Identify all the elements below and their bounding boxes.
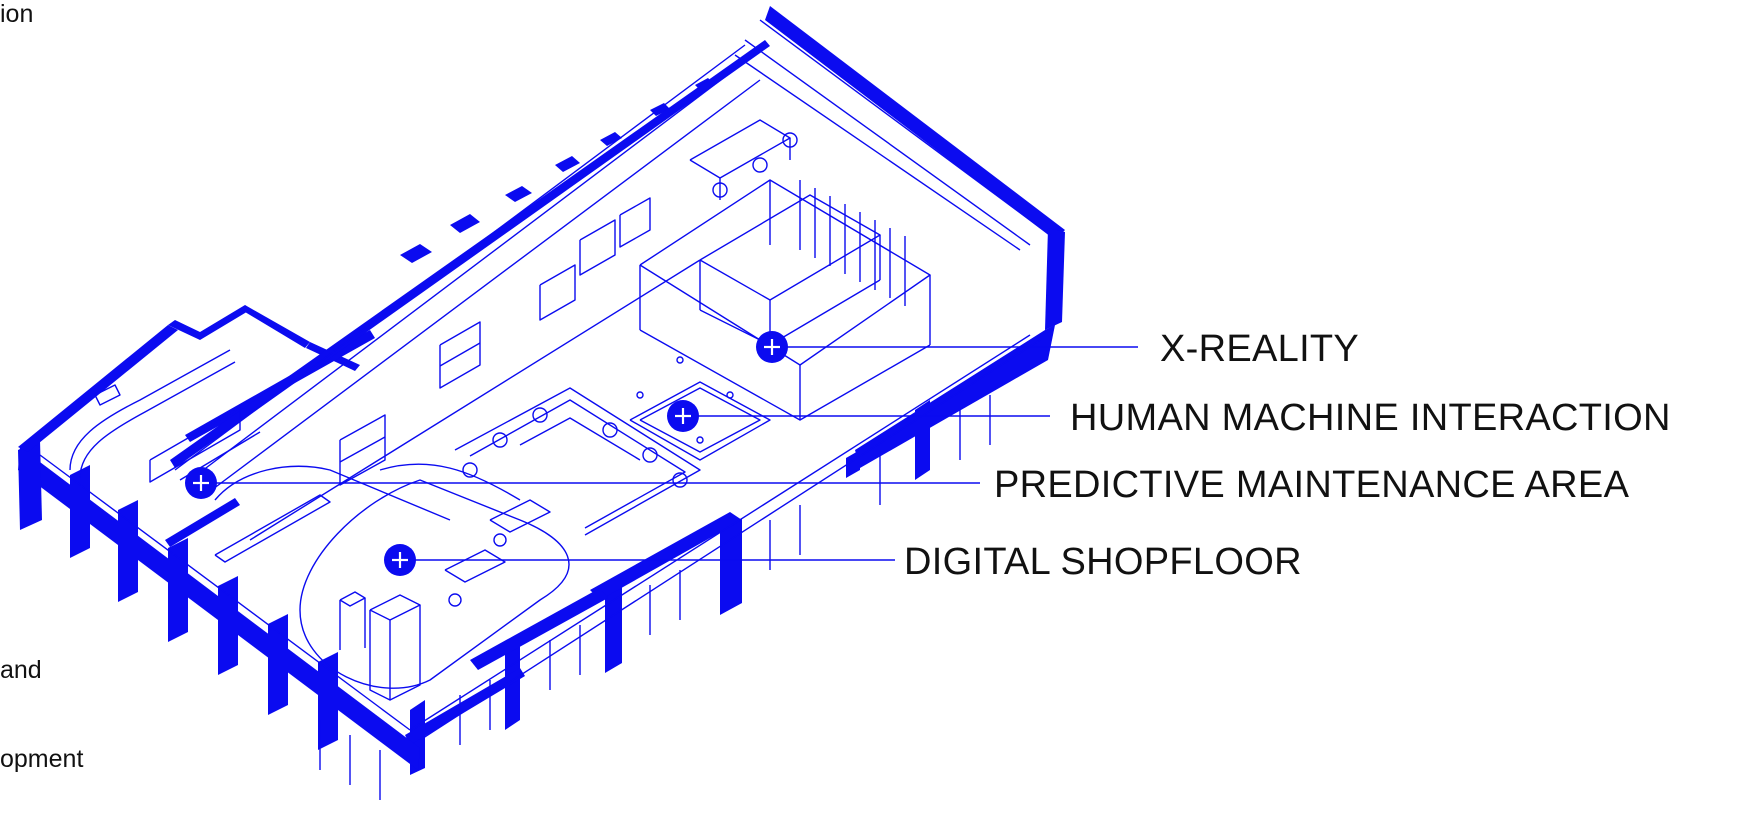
caption-fragment-top: ion	[0, 0, 34, 28]
plus-circle-icon	[675, 408, 691, 424]
chairs	[448, 132, 798, 607]
hotspot-digital-shopfloor[interactable]	[384, 544, 416, 576]
zone-label-x-reality[interactable]: X-REALITY	[1160, 328, 1360, 370]
zone-label-human-machine-interaction[interactable]: HUMAN MACHINE INTERACTION	[1070, 397, 1671, 439]
caption-fragment-bottom: opment	[0, 745, 84, 773]
zone-label-predictive-maintenance[interactable]: PREDICTIVE MAINTENANCE AREA	[994, 464, 1630, 506]
zone-label-digital-shopfloor[interactable]: DIGITAL SHOPFLOOR	[904, 541, 1302, 583]
hotspot-predictive-maintenance[interactable]	[185, 467, 217, 499]
caption-fragment-middle: and	[0, 656, 42, 684]
plus-circle-icon	[392, 552, 408, 568]
hotspot-human-machine-interaction[interactable]	[667, 400, 699, 432]
hotspot-x-reality[interactable]	[756, 331, 788, 363]
plus-circle-icon	[193, 475, 209, 491]
leader-lines	[201, 346, 1138, 561]
outer-walls	[18, 6, 1065, 775]
structure-lines	[39, 19, 1051, 800]
plus-circle-icon	[764, 339, 780, 355]
